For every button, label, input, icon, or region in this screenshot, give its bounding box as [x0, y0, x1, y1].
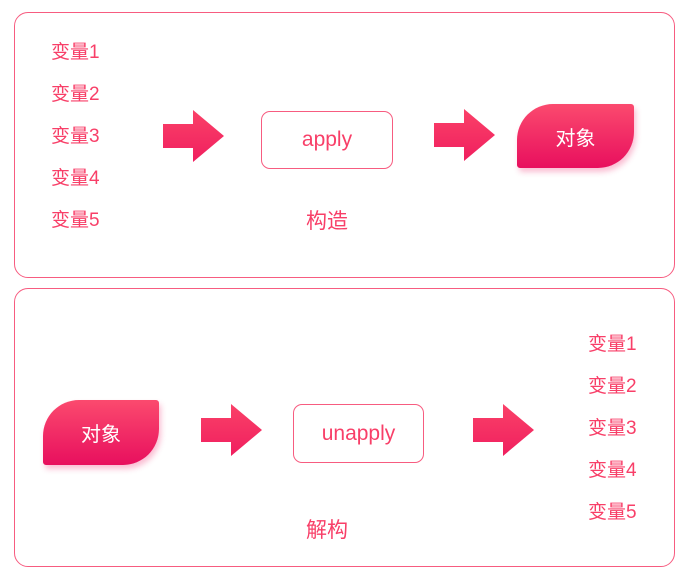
variable-label: 变量2 — [588, 376, 637, 397]
object-shape: 对象 — [517, 104, 634, 168]
arrow-right-icon — [201, 404, 262, 456]
variable-label: 变量1 — [588, 334, 637, 355]
variable-label: 变量4 — [51, 168, 100, 189]
arrow-right-icon — [434, 109, 495, 161]
unapply-box: unapply — [293, 404, 424, 463]
variable-label: 变量2 — [51, 84, 100, 105]
variable-list-right: 变量1 变量2 变量3 变量4 变量5 — [588, 335, 637, 523]
arrow-right-icon — [473, 404, 534, 456]
variable-list-left: 变量1 变量2 变量3 变量4 变量5 — [51, 43, 100, 231]
variable-label: 变量3 — [51, 126, 100, 147]
panel-destructure: 对象 unapply 变量1 变量2 变量3 变量4 变量5 解构 — [14, 288, 675, 567]
apply-box: apply — [261, 111, 393, 169]
variable-label: 变量5 — [588, 502, 637, 523]
panel-caption: 构造 — [306, 210, 348, 233]
panel-construct: 变量1 变量2 变量3 变量4 变量5 apply 对象 构造 — [14, 12, 675, 278]
arrow-right-icon — [163, 110, 224, 162]
variable-label: 变量1 — [51, 42, 100, 63]
variable-label: 变量5 — [51, 210, 100, 231]
variable-label: 变量4 — [588, 460, 637, 481]
variable-label: 变量3 — [588, 418, 637, 439]
object-shape: 对象 — [43, 400, 159, 465]
panel-caption: 解构 — [306, 519, 348, 542]
